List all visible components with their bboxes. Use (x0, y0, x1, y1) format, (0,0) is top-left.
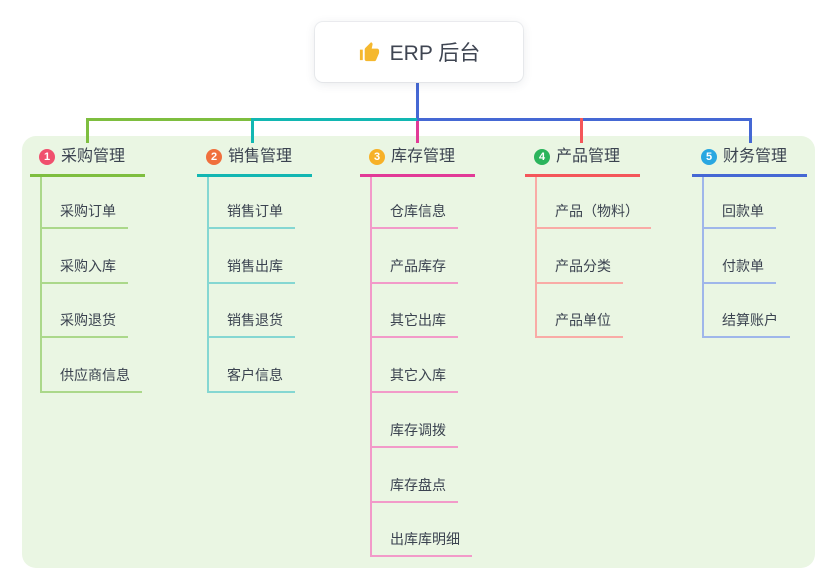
node-other-inbound[interactable]: 其它入库 (372, 365, 458, 393)
node-warehouse-info[interactable]: 仓库信息 (372, 201, 458, 229)
branch-title-label: 产品管理 (556, 148, 621, 165)
branch-number-badge: 1 (39, 149, 55, 165)
connector-stub-purchase (86, 118, 89, 143)
node-stock-transfer[interactable]: 库存调拨 (372, 420, 458, 448)
thumbs-up-icon (359, 41, 379, 61)
node-sales-order[interactable]: 销售订单 (209, 201, 295, 229)
node-product-material[interactable]: 产品（物料） (537, 201, 651, 229)
branch-children-finance: 回款单 付款单 结算账户 (702, 177, 790, 338)
connector-stub-finance (749, 118, 752, 143)
node-settlement-account[interactable]: 结算账户 (704, 310, 790, 338)
connector-root (416, 82, 419, 121)
node-purchase-return[interactable]: 采购退货 (42, 310, 128, 338)
root-node-erp[interactable]: ERP 后台 (315, 22, 523, 82)
node-receipt-bill[interactable]: 回款单 (704, 201, 776, 229)
node-stock-taking[interactable]: 库存盘点 (372, 475, 458, 503)
branch-number-badge: 2 (206, 149, 222, 165)
branch-title-product[interactable]: 4 产品管理 (525, 147, 640, 177)
branches-background-panel (22, 136, 815, 568)
node-sales-return[interactable]: 销售退货 (209, 310, 295, 338)
branch-title-label: 采购管理 (61, 148, 126, 165)
branch-sales: 2 销售管理 销售订单 销售出库 销售退货 客户信息 (197, 147, 312, 393)
branch-title-label: 库存管理 (391, 148, 456, 165)
connector-stub-sales (251, 118, 254, 143)
branch-title-inventory[interactable]: 3 库存管理 (360, 147, 475, 177)
branch-children-product: 产品（物料） 产品分类 产品单位 (535, 177, 651, 338)
branch-number-badge: 3 (369, 149, 385, 165)
node-payment-bill[interactable]: 付款单 (704, 256, 776, 284)
branch-title-finance[interactable]: 5 财务管理 (692, 147, 807, 177)
node-supplier-info[interactable]: 供应商信息 (42, 365, 142, 393)
branch-title-label: 财务管理 (723, 148, 788, 165)
branch-inventory: 3 库存管理 仓库信息 产品库存 其它出库 其它入库 库存调拨 库存盘点 出库库… (360, 147, 475, 557)
branch-title-sales[interactable]: 2 销售管理 (197, 147, 312, 177)
node-sales-outbound[interactable]: 销售出库 (209, 256, 295, 284)
branch-product: 4 产品管理 产品（物料） 产品分类 产品单位 (525, 147, 651, 338)
node-customer-info[interactable]: 客户信息 (209, 365, 295, 393)
root-node-label: ERP 后台 (389, 42, 481, 65)
connector-bus-purchase (86, 118, 253, 121)
branch-title-label: 销售管理 (228, 148, 293, 165)
connector-stub-inventory (416, 121, 419, 143)
node-other-outbound[interactable]: 其它出库 (372, 310, 458, 338)
branch-children-inventory: 仓库信息 产品库存 其它出库 其它入库 库存调拨 库存盘点 出库库明细 (370, 177, 472, 557)
node-product-stock[interactable]: 产品库存 (372, 256, 458, 284)
branch-children-purchase: 采购订单 采购入库 采购退货 供应商信息 (40, 177, 142, 393)
branch-finance: 5 财务管理 回款单 付款单 结算账户 (692, 147, 807, 338)
branch-title-purchase[interactable]: 1 采购管理 (30, 147, 145, 177)
node-product-category[interactable]: 产品分类 (537, 256, 623, 284)
connector-bus-sales (251, 118, 419, 121)
branch-number-badge: 4 (534, 149, 550, 165)
connector-stub-product (580, 118, 583, 143)
node-purchase-order[interactable]: 采购订单 (42, 201, 128, 229)
node-purchase-inbound[interactable]: 采购入库 (42, 256, 128, 284)
node-product-unit[interactable]: 产品单位 (537, 310, 623, 338)
connector-bus-right (417, 118, 752, 121)
branch-purchase: 1 采购管理 采购订单 采购入库 采购退货 供应商信息 (30, 147, 145, 393)
node-outbound-detail[interactable]: 出库库明细 (372, 529, 472, 557)
branch-number-badge: 5 (701, 149, 717, 165)
branch-children-sales: 销售订单 销售出库 销售退货 客户信息 (207, 177, 295, 393)
